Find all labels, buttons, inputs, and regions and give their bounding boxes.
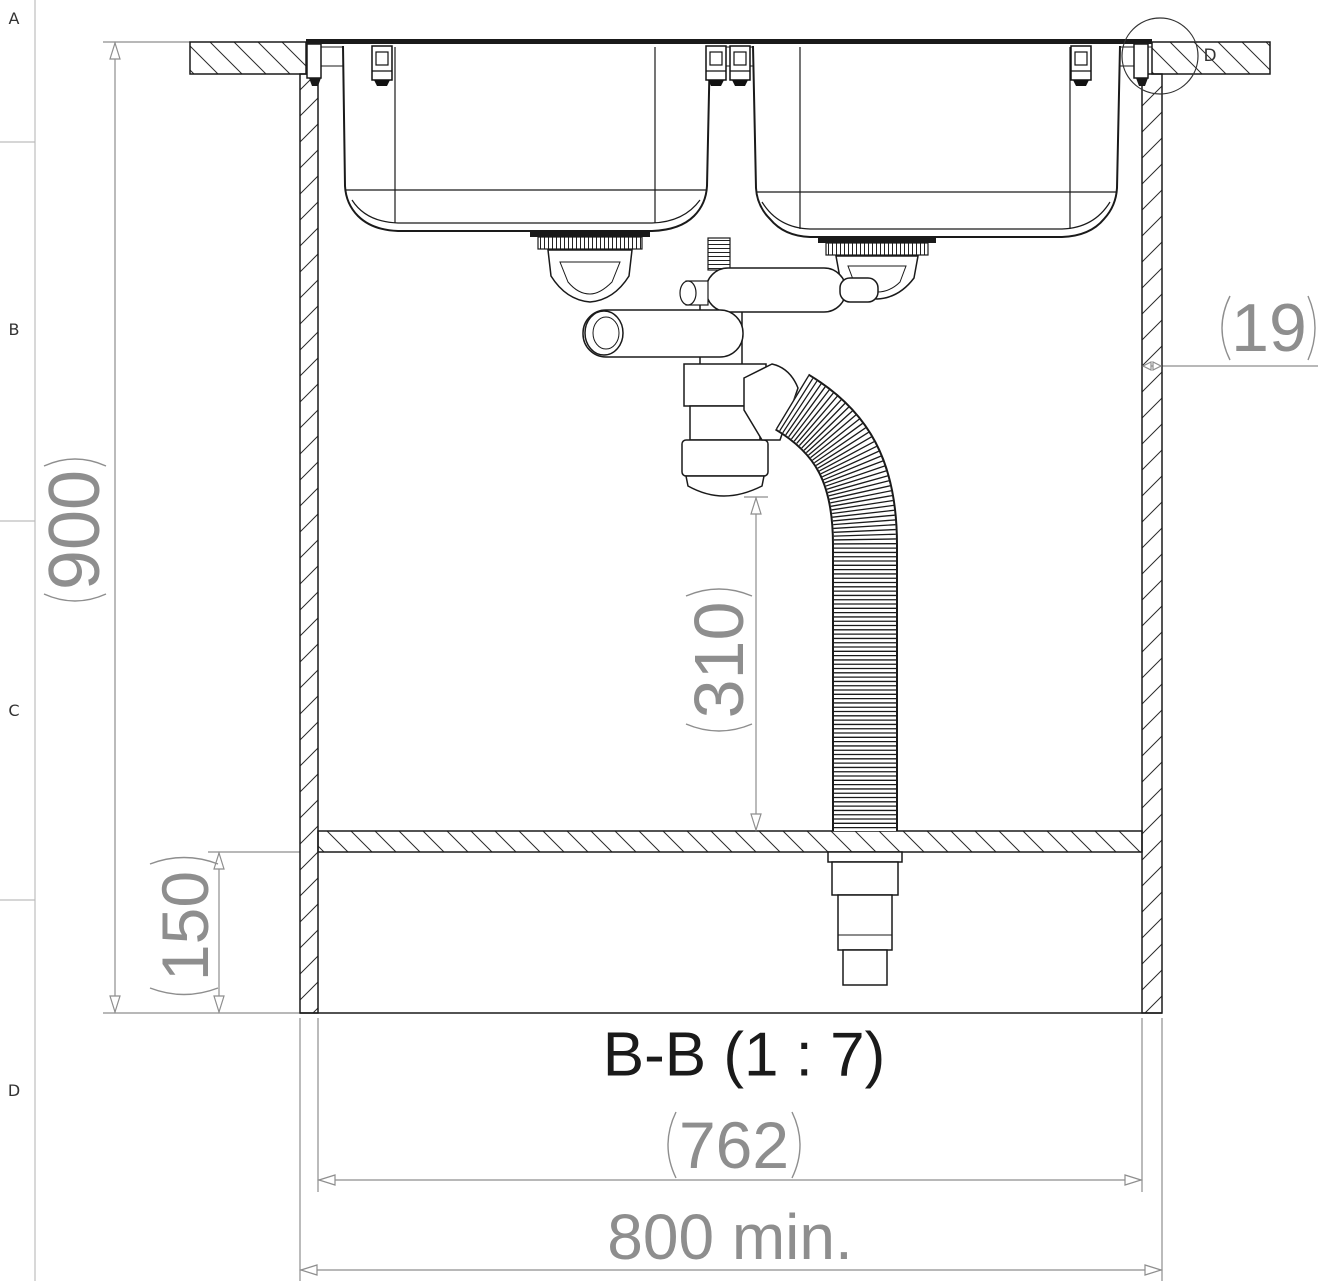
right-pipe-elbow xyxy=(839,277,879,303)
dimension-800-label: 800 min. xyxy=(607,1201,852,1273)
left-drain-basket-inner xyxy=(559,261,621,295)
fitting-spigot xyxy=(842,949,888,986)
left-bowl-outline xyxy=(342,45,711,232)
right-bowl-outline xyxy=(752,45,1121,238)
mounting-clip xyxy=(706,46,726,86)
drawing-frame: A B C D xyxy=(0,0,36,1281)
left-pipe-opening-inner xyxy=(592,316,620,350)
arrow-150-bottom xyxy=(213,995,225,1015)
right-drain-flange xyxy=(818,237,936,243)
left-drain-basket xyxy=(547,249,633,303)
hose-barb xyxy=(707,237,731,271)
fitting-middle xyxy=(837,894,893,951)
right-bowl-inner-curve xyxy=(761,201,1111,230)
zone-label-a: A xyxy=(9,9,20,28)
paren-19-right xyxy=(1307,295,1316,361)
siphon-trap xyxy=(681,363,799,497)
left-drain xyxy=(530,231,650,303)
paren-150-top xyxy=(149,856,219,865)
fitting-upper xyxy=(831,861,899,896)
left-bowl-inner-curve xyxy=(351,199,701,224)
corrugated-hose xyxy=(774,373,898,831)
dimension-900-label: 900 xyxy=(35,470,115,590)
arrow-310-bottom xyxy=(750,813,762,833)
arrow-762-left xyxy=(316,1174,336,1186)
arrow-900-top xyxy=(109,40,121,60)
mounting-clip-right-edge xyxy=(1133,43,1149,86)
arrow-762-right xyxy=(1124,1174,1144,1186)
cabinet-right-wall xyxy=(1141,73,1163,1014)
mounting-clip xyxy=(372,46,392,86)
dimension-310-label: 310 xyxy=(680,602,758,719)
arrow-800-right xyxy=(1144,1264,1164,1276)
right-drain-nut xyxy=(825,242,929,256)
hose-ribs xyxy=(775,375,896,831)
dimension-19-label: 19 xyxy=(1231,290,1307,366)
arrow-310-top xyxy=(750,495,762,515)
cabinet-shelf xyxy=(317,830,1143,853)
overflow-stub-opening xyxy=(679,280,697,306)
waste-pipework xyxy=(582,237,879,369)
arrow-19-right xyxy=(1152,361,1163,371)
detail-callout: D xyxy=(1121,17,1217,95)
countertop-right xyxy=(1151,41,1271,75)
left-drain-flange xyxy=(530,231,650,237)
cabinet-left-wall xyxy=(299,73,319,1014)
zone-label-b: B xyxy=(9,320,20,339)
mounting-clip xyxy=(1071,46,1091,86)
paren-900-bottom xyxy=(43,593,107,602)
cabinet xyxy=(299,73,1163,1014)
arrow-19-left xyxy=(1141,361,1152,371)
mounting-clips xyxy=(306,43,1149,86)
dimension-762-label: 762 xyxy=(679,1108,789,1182)
trap-nut xyxy=(681,439,769,477)
trap-cap xyxy=(685,475,765,497)
sink xyxy=(342,45,1121,238)
zone-label-d: D xyxy=(8,1081,20,1100)
paren-762-right xyxy=(791,1111,801,1179)
arrow-900-bottom xyxy=(109,995,121,1015)
paren-150-bottom xyxy=(149,987,219,996)
section-title: B-B (1 : 7) xyxy=(603,1021,886,1090)
paren-19-left xyxy=(1221,295,1231,361)
arrow-150-top xyxy=(213,850,225,870)
countertop xyxy=(189,39,1271,75)
paren-310-bottom xyxy=(685,723,753,732)
paren-762-left xyxy=(667,1111,677,1179)
detail-label: D xyxy=(1203,46,1216,66)
dimension-lines xyxy=(103,41,1318,1281)
left-connection-pipe xyxy=(582,309,744,358)
mounting-clip xyxy=(730,46,750,86)
zone-label-c: C xyxy=(8,701,19,720)
left-pipe-opening xyxy=(584,310,624,356)
dimension-arrows xyxy=(109,40,1164,1276)
mounting-clip-left-edge xyxy=(306,43,322,86)
dimension-labels: 900 310 150 19 762 800 min. xyxy=(35,290,1307,1273)
arrow-800-left xyxy=(298,1264,318,1276)
right-connection-pipe xyxy=(705,267,847,313)
sink-rim xyxy=(306,39,1152,44)
dimension-parentheses xyxy=(43,295,1316,1179)
paren-310-top xyxy=(685,588,753,597)
outlet-fitting xyxy=(827,851,903,986)
countertop-left xyxy=(189,41,307,75)
detail-circle xyxy=(1121,17,1199,95)
left-drain-nut xyxy=(537,236,643,250)
dimension-150-label: 150 xyxy=(148,871,222,981)
paren-900-top xyxy=(43,458,107,467)
fitting-flange xyxy=(827,851,903,863)
